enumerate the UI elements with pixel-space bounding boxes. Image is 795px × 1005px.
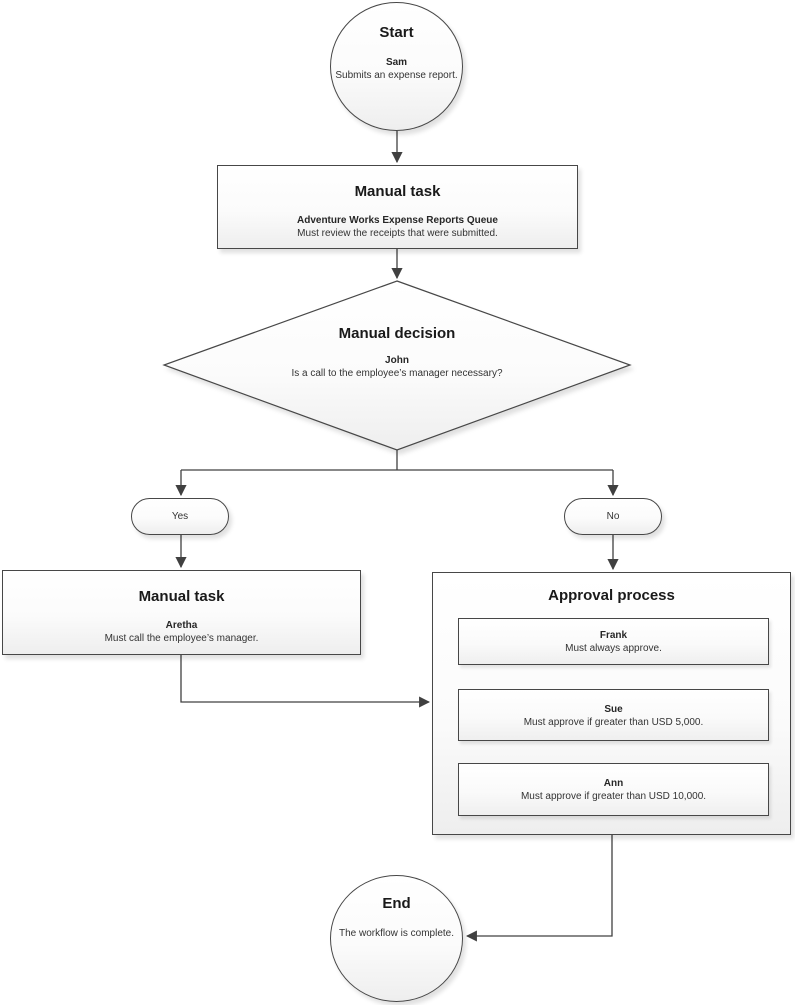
approval-step-description: Must always approve.: [565, 643, 662, 654]
decision-participant: John: [385, 355, 409, 366]
start-title: Start: [379, 24, 414, 41]
approval-step-ann[interactable]: Ann Must approve if greater than USD 10,…: [458, 763, 769, 816]
approval-step-frank[interactable]: Frank Must always approve.: [458, 618, 769, 665]
start-node[interactable]: Start Sam Submits an expense report.: [330, 2, 463, 131]
branch-no-label: No: [606, 511, 620, 522]
approval-step-participant: Ann: [603, 778, 624, 789]
approval-step-sue[interactable]: Sue Must approve if greater than USD 5,0…: [458, 689, 769, 741]
review-task-node[interactable]: Manual task Adventure Works Expense Repo…: [217, 165, 578, 249]
approval-process-node[interactable]: Approval process Frank Must always appro…: [432, 572, 791, 835]
end-title: End: [382, 895, 411, 912]
call-task-title: Manual task: [138, 588, 225, 605]
call-task-description: Must call the employee’s manager.: [104, 633, 259, 644]
decision-title: Manual decision: [338, 325, 456, 342]
end-description: The workflow is complete.: [338, 928, 455, 939]
start-participant: Sam: [385, 57, 408, 68]
call-task-participant: Aretha: [165, 620, 198, 631]
end-node[interactable]: End The workflow is complete.: [330, 875, 463, 1002]
connector-decision-split: [181, 450, 613, 471]
approval-step-participant: Sue: [604, 704, 623, 715]
review-task-description: Must review the receipts that were submi…: [297, 228, 498, 239]
decision-description: Is a call to the employee’s manager nece…: [291, 368, 503, 379]
branch-no-node[interactable]: No: [564, 498, 662, 535]
branch-yes-node[interactable]: Yes: [131, 498, 229, 535]
decision-node-text: Manual decision John Is a call to the em…: [164, 325, 630, 380]
start-description: Submits an expense report.: [335, 70, 458, 81]
approval-process-title: Approval process: [548, 587, 675, 604]
review-task-participant: Adventure Works Expense Reports Queue: [297, 215, 498, 226]
branch-yes-label: Yes: [171, 511, 189, 522]
review-task-title: Manual task: [354, 183, 441, 200]
call-task-node[interactable]: Manual task Aretha Must call the employe…: [2, 570, 361, 655]
connector-call-task-to-approval: [180, 655, 431, 708]
approval-step-description: Must approve if greater than USD 10,000.: [520, 791, 707, 802]
approval-step-participant: Frank: [599, 630, 628, 641]
approval-step-description: Must approve if greater than USD 5,000.: [523, 717, 704, 728]
connector-approval-to-end: [465, 835, 613, 942]
